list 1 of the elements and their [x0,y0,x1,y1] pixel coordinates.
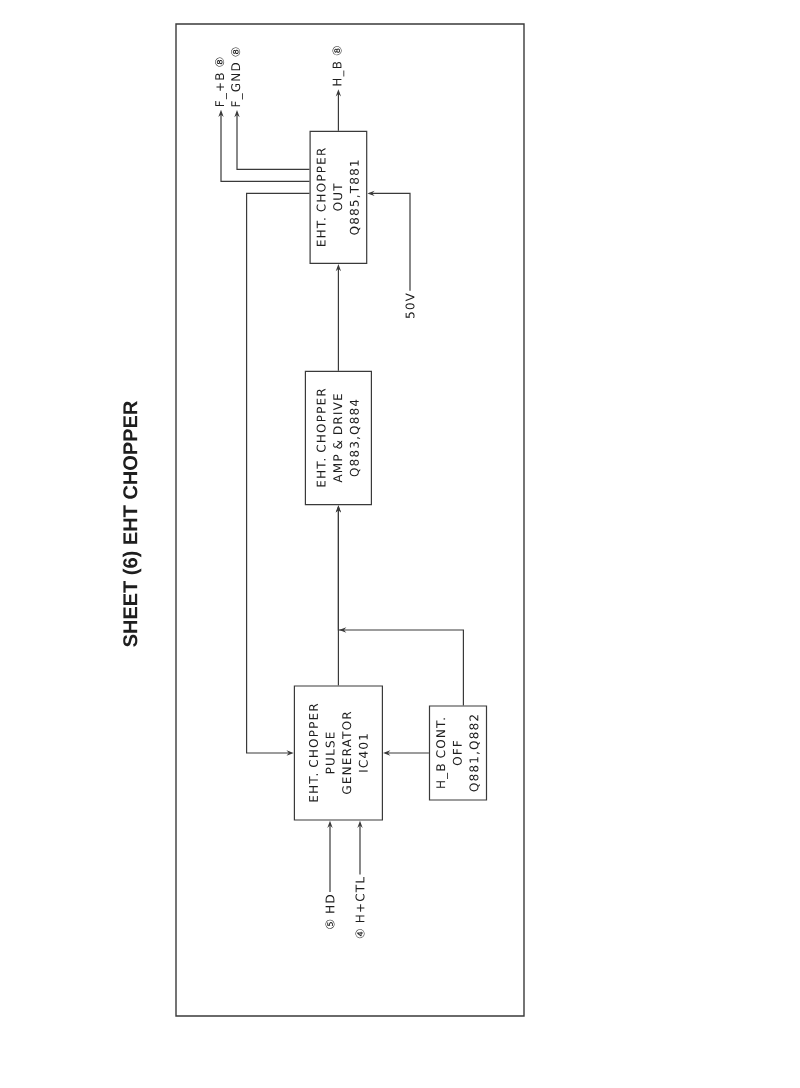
title: SHEET (6) EHT CHOPPER [122,401,142,647]
